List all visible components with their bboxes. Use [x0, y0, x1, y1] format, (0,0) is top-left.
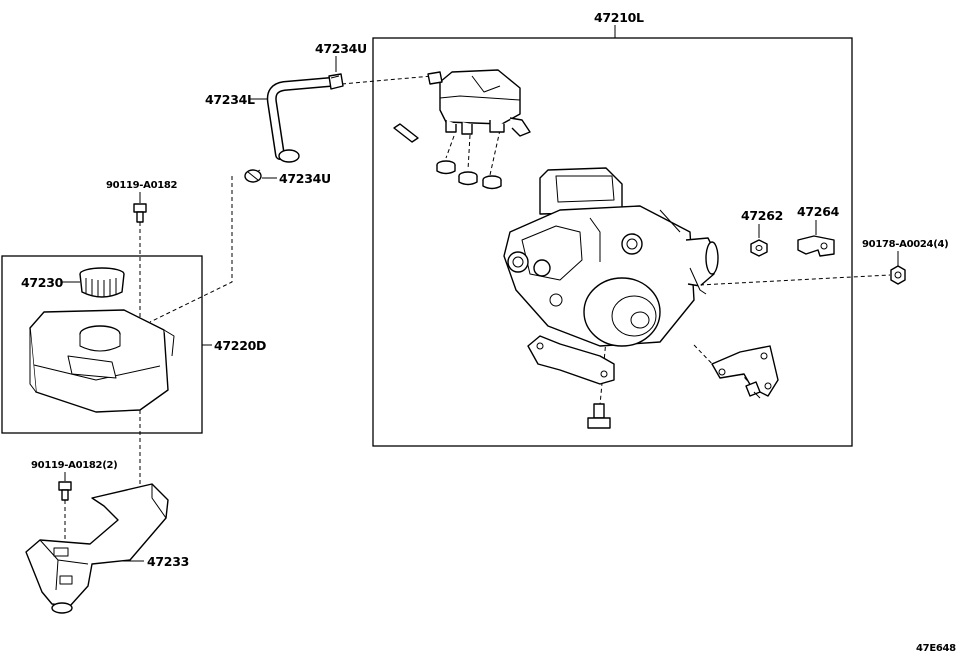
bolt-90119-A0182-2 [58, 481, 72, 501]
grommet-2 [458, 171, 478, 186]
label-90119-A0182[interactable]: 90119-A0182 [106, 180, 178, 191]
nut-47262 [750, 239, 768, 257]
booster-side-bracket [711, 345, 779, 397]
label-47230[interactable]: 47230 [21, 275, 64, 290]
brake-actuator-group-box [372, 37, 853, 447]
label-47234U-bottom[interactable]: 47234U [279, 171, 331, 186]
bolt-lower [587, 403, 611, 429]
bolt-side [745, 381, 761, 399]
bolt-90119-A0182 [133, 203, 147, 223]
label-47220D[interactable]: 47220D [214, 338, 266, 353]
label-47262[interactable]: 47262 [741, 208, 783, 223]
brake-booster-actuator [503, 167, 719, 347]
nut-90178-A0024 [890, 265, 906, 285]
bracket-47264 [797, 235, 835, 257]
label-90119-A0182-2[interactable]: 90119-A0182(2) [31, 460, 118, 471]
grommet-3 [482, 175, 502, 190]
actuator-reservoir-tank [427, 69, 531, 137]
clamp-47234U-top [328, 73, 344, 90]
label-47210L[interactable]: 47210L [594, 10, 644, 25]
brake-fluid-reservoir [29, 309, 175, 413]
label-47233[interactable]: 47233 [147, 554, 189, 569]
label-47264[interactable]: 47264 [797, 204, 840, 219]
booster-lower-bracket [527, 335, 615, 385]
reservoir-cap-47230 [79, 267, 125, 298]
clamp-47234U-bottom [244, 169, 262, 183]
pin [393, 123, 419, 143]
label-47234L[interactable]: 47234L [205, 92, 255, 107]
diagram-code: 47E648 [916, 643, 956, 654]
label-90178-A0024[interactable]: 90178-A0024(4) [862, 239, 949, 250]
bracket-47233 [25, 483, 169, 614]
grommet-1 [436, 160, 456, 175]
hose-47234L [266, 77, 335, 163]
label-47234U-top[interactable]: 47234U [315, 41, 367, 56]
